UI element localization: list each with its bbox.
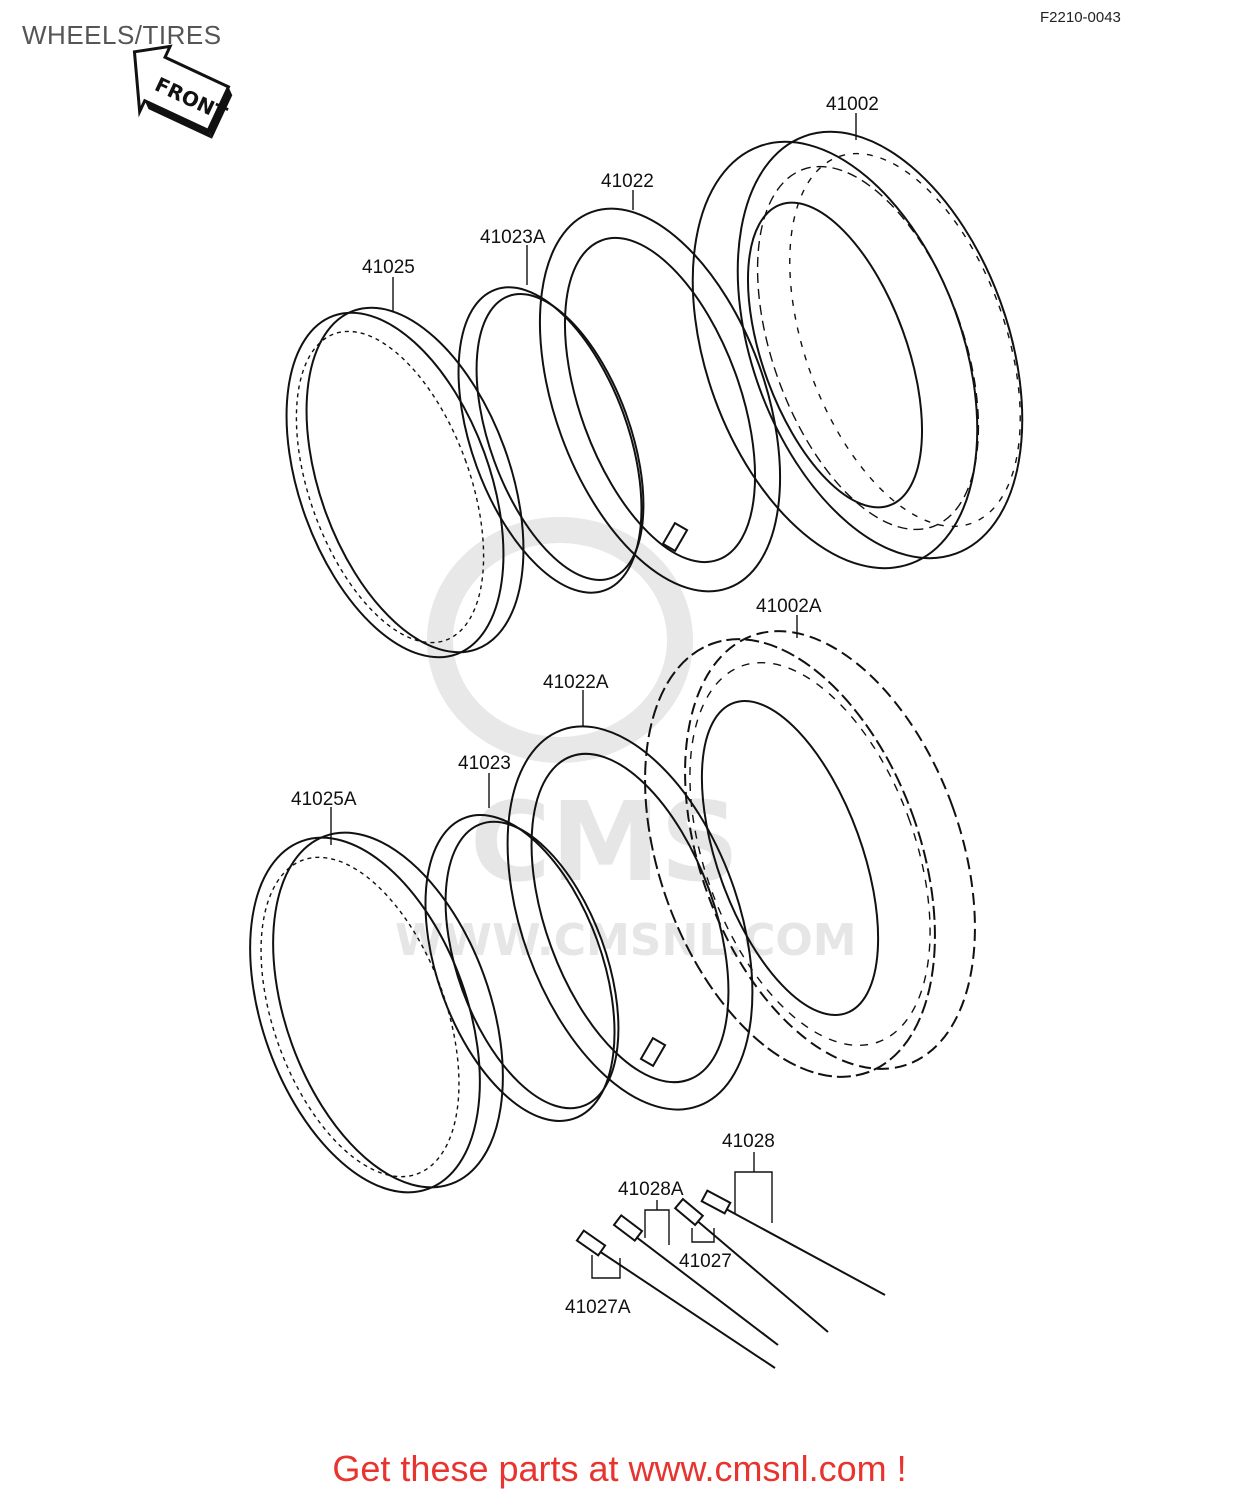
part-label-41022: 41022 xyxy=(601,171,654,192)
part-label-41023: 41023 xyxy=(458,753,511,774)
rim-41025A xyxy=(249,831,504,1194)
rim-band-41023 xyxy=(424,814,620,1122)
part-label-41022A: 41022A xyxy=(543,672,609,693)
rim-41025 xyxy=(285,306,525,659)
figure-code: F2210-0043 xyxy=(1040,9,1121,26)
part-label-41002A: 41002A xyxy=(756,596,822,617)
diagram-title: WHEELS/TIRES xyxy=(22,20,222,50)
spokes xyxy=(575,1189,886,1369)
part-label-41027A: 41027A xyxy=(565,1297,631,1318)
part-label-41028A: 41028A xyxy=(618,1179,684,1200)
valve-stem-icon xyxy=(639,1036,667,1068)
tire-41002 xyxy=(691,130,1024,570)
watermark-url: WWW.CMSNL.COM xyxy=(395,915,857,966)
tube-41022A xyxy=(506,725,754,1111)
valve-stem-icon xyxy=(661,521,689,553)
leader-lines xyxy=(330,113,857,1279)
part-label-41002: 41002 xyxy=(826,94,879,115)
part-label-41025A: 41025A xyxy=(291,789,357,810)
footer-link[interactable]: Get these parts at www.cmsnl.com ! xyxy=(332,1448,907,1489)
watermark-brand: CMS xyxy=(470,778,739,906)
front-arrow-icon: FRONT xyxy=(132,44,233,139)
part-label-41028: 41028 xyxy=(722,1131,775,1152)
rim-band-41023A xyxy=(457,286,645,594)
tire-41002A xyxy=(644,630,976,1078)
watermark: CMS WWW.CMSNL.COM xyxy=(395,517,857,966)
part-label-41023A: 41023A xyxy=(480,227,546,248)
tube-41022 xyxy=(538,207,782,593)
part-labels: 41002 41022 41023A 41025 41002A 41022A 4… xyxy=(291,94,879,1318)
part-label-41025: 41025 xyxy=(362,257,415,278)
part-label-41027: 41027 xyxy=(679,1251,732,1272)
